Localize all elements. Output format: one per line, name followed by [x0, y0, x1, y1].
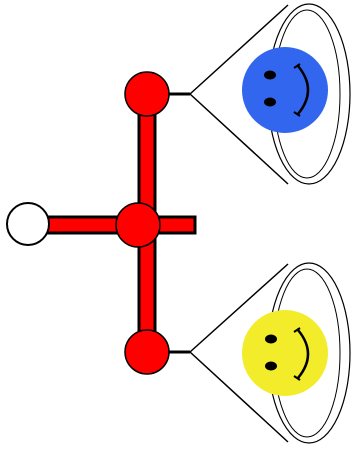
bottom-node — [125, 330, 169, 374]
yellow-face-eye-right — [265, 362, 277, 371]
upper-leaf-cone — [190, 4, 350, 184]
yellow-face — [242, 310, 328, 396]
center-node — [116, 203, 160, 247]
blue-face-eye-right — [264, 98, 276, 107]
yellow-smiley-face-icon — [242, 310, 328, 396]
lower-leaf-cone — [190, 263, 350, 443]
root-node — [7, 203, 49, 245]
yellow-face-eye-left — [265, 335, 277, 344]
top-node — [125, 72, 169, 116]
blue-smiley-face-icon — [242, 47, 328, 133]
tree-structure — [7, 72, 195, 374]
blue-face — [242, 47, 328, 133]
blue-face-eye-left — [264, 71, 276, 80]
